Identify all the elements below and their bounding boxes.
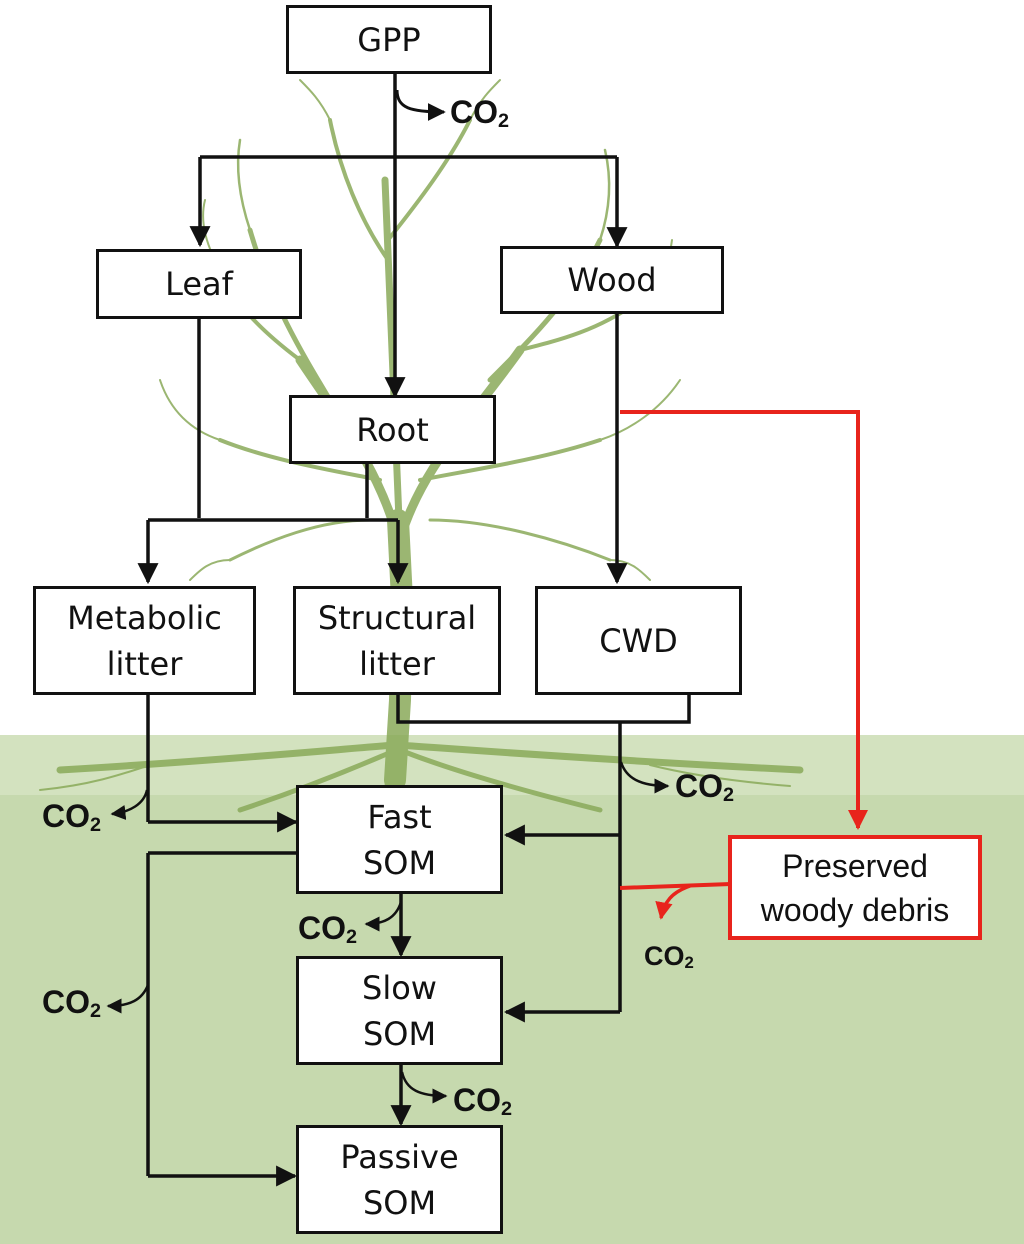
root-node: Root [289, 395, 496, 464]
wood-node: Wood [500, 246, 724, 314]
slow-som-label-line1: Slow [362, 968, 437, 1007]
co2-label-left-path: CO2 [42, 984, 102, 1022]
co2-label-gpp: CO2 [450, 94, 510, 132]
red-preservation-connectors [619, 410, 868, 920]
root-label: Root [356, 410, 429, 449]
preserved-woody-debris-label-line1: Preserved [782, 847, 928, 884]
cwd-node: CWD [535, 586, 742, 695]
preserved-woody-debris-node: Preserved woody debris [728, 835, 982, 940]
passive-som-node: Passive SOM [296, 1125, 503, 1234]
slow-som-label-line2: SOM [362, 1014, 437, 1053]
metabolic-litter-label-line1: Metabolic [67, 598, 222, 637]
leaf-node: Leaf [96, 249, 302, 319]
leaf-label: Leaf [165, 265, 233, 303]
co2-label-preserved-debris: CO2 [644, 941, 694, 972]
preserved-woody-debris-label-line2: woody debris [760, 891, 950, 928]
co2-label-cwd: CO2 [675, 768, 735, 806]
wood-label: Wood [567, 261, 657, 299]
fast-som-label-line1: Fast [367, 797, 432, 836]
metabolic-litter-node: Metabolic litter [33, 586, 256, 695]
structural-litter-node: Structural litter [293, 586, 501, 695]
co2-label-metabolic: CO2 [42, 798, 102, 836]
slow-som-node: Slow SOM [296, 956, 503, 1065]
structural-litter-label-line2: litter [359, 644, 435, 683]
gpp-node: GPP [286, 5, 492, 74]
black-flow-connectors [106, 72, 691, 1187]
co2-label-fast-som: CO2 [298, 910, 358, 948]
metabolic-litter-label-line2: litter [106, 644, 183, 683]
co2-label-slow-som: CO2 [453, 1082, 513, 1120]
structural-litter-label-line1: Structural [317, 598, 477, 637]
fast-som-node: Fast SOM [296, 785, 503, 894]
passive-som-label-line1: Passive [340, 1137, 459, 1176]
passive-som-label-line2: SOM [362, 1183, 437, 1222]
fast-som-label-line2: SOM [362, 843, 437, 882]
cwd-label: CWD [599, 621, 678, 660]
gpp-label: GPP [357, 20, 421, 59]
